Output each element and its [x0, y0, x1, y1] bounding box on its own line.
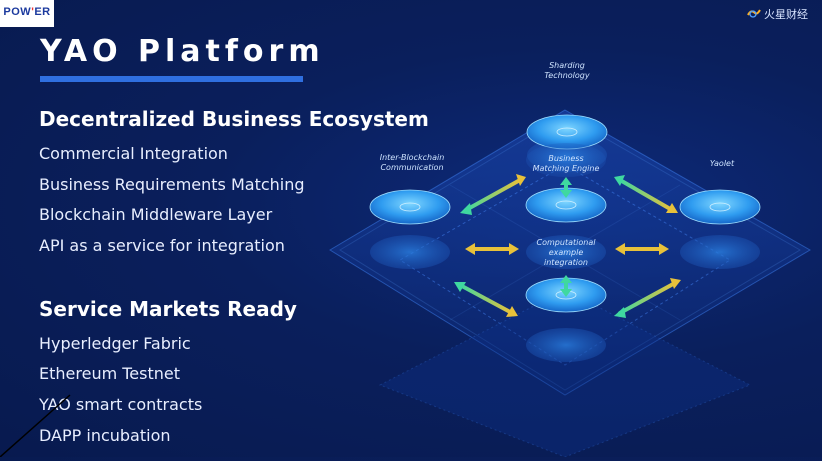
label-matching-engine: Business Matching Engine — [532, 154, 600, 173]
list-item: Business Requirements Matching — [39, 175, 305, 194]
section-heading-markets: Service Markets Ready — [39, 297, 297, 321]
power-logo: POW'ER — [0, 0, 54, 27]
power-logo-text: POW'ER — [3, 6, 51, 18]
arrows — [454, 174, 681, 318]
title-underline — [40, 76, 303, 82]
label-interchain: Inter-Blockchain Communication — [379, 153, 445, 172]
label-sharding: Sharding Technology — [544, 61, 590, 80]
list-item: YAO smart contracts — [39, 395, 203, 414]
disc-interchain — [369, 189, 451, 269]
list-item: Commercial Integration — [39, 144, 228, 163]
disc-computational — [526, 235, 606, 269]
fire-coin-icon — [747, 7, 761, 22]
list-item: Blockchain Middleware Layer — [39, 205, 273, 224]
disc-yaolet — [679, 189, 761, 269]
list-item: API as a service for integration — [39, 236, 285, 255]
list-item: Hyperledger Fabric — [39, 334, 191, 353]
architecture-diagram: Sharding Technology Inter-Blockchain Com… — [320, 55, 822, 458]
huoxing-logo-text: 火星财经 — [764, 8, 808, 21]
huoxing-logo: 火星财经 — [747, 6, 808, 22]
list-item: DAPP incubation — [39, 426, 171, 445]
label-computational: Computational example integration — [536, 238, 596, 267]
label-yaolet: Yaolet — [709, 159, 735, 168]
disc-matching-engine — [525, 143, 607, 223]
diagram-graphic — [329, 109, 811, 458]
page-title: YAO Platform — [40, 34, 325, 69]
section-heading-ecosystem: Decentralized Business Ecosystem — [39, 107, 429, 131]
list-item: Ethereum Testnet — [39, 364, 181, 383]
